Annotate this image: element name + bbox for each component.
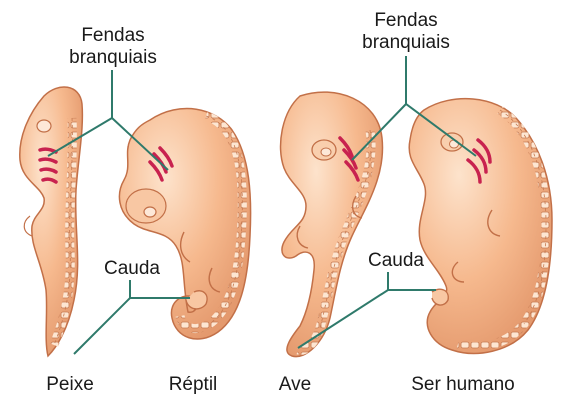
fish-embryo-fin (24, 216, 32, 236)
human-embryo-tail (432, 289, 448, 305)
bird-embryo-pupil (321, 148, 331, 156)
tail-label-right: Cauda (356, 250, 436, 272)
gills-label-left-line1: Fendas (58, 25, 168, 47)
fish-embryo (20, 87, 83, 356)
reptile-embryo-head (126, 189, 166, 223)
label-peixe: Peixe (30, 374, 110, 396)
gills-label-left: Fendas branquiais (58, 25, 168, 69)
label-ave: Ave (265, 374, 325, 396)
gills-label-left-line2: branquiais (58, 47, 168, 69)
fish-embryo-eye (37, 120, 51, 132)
gills-label-right: Fendas branquiais (351, 10, 461, 54)
gills-label-right-line2: branquiais (351, 32, 461, 54)
label-reptil: Réptil (148, 374, 238, 396)
human-embryo (409, 99, 552, 354)
pointer-lines (48, 56, 476, 354)
label-ser-humano: Ser humano (398, 374, 528, 396)
reptile-embryo-eye (144, 207, 156, 217)
bird-embryo (281, 92, 383, 356)
tail-label-left: Cauda (92, 258, 172, 280)
gills-label-right-line1: Fendas (351, 10, 461, 32)
